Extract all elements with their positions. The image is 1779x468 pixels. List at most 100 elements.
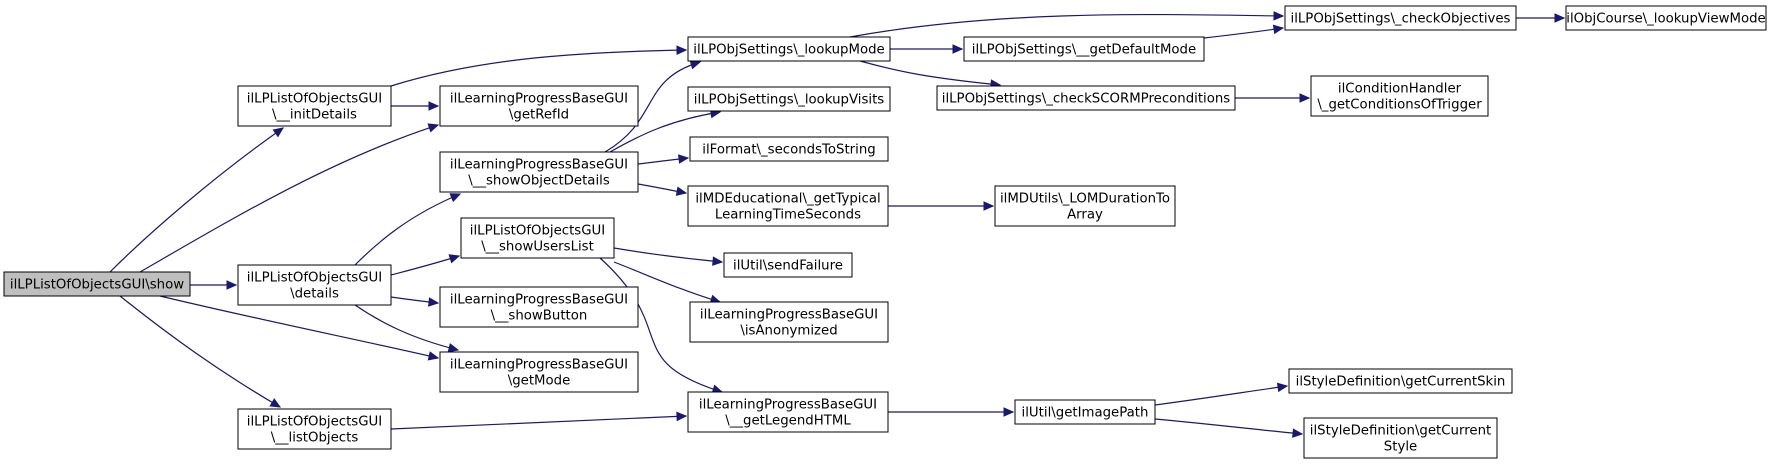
node-label: ilMDUtils\_LOMDurationTo: [1000, 192, 1170, 207]
node-box: [689, 136, 889, 162]
node-label: ilLearningProgressBaseGUI: [699, 398, 877, 413]
node-secondsToString[interactable]: ilFormat\_secondsToString: [689, 136, 889, 162]
edge-lookupMode-to-checkSCORM: [859, 60, 1002, 89]
edge-line: [119, 295, 281, 408]
node-label: ilLearningProgressBaseGUI: [450, 158, 628, 173]
edge-getTypical-to-lomDuration: [888, 201, 995, 211]
node-label: \getMode: [508, 374, 571, 389]
edge-line: [609, 111, 721, 153]
node-getCurrentSkin[interactable]: ilStyleDefinition\getCurrentSkin: [1288, 368, 1513, 394]
node-sendFailure[interactable]: ilUtil\sendFailure: [723, 252, 853, 278]
node-box: [687, 36, 891, 62]
edge-listObjects-to-getLegendHTML: [390, 411, 688, 430]
node-box: [237, 264, 392, 306]
edge-checkSCORM-to-conditionHandler: [1235, 93, 1311, 103]
node-label: ilLPObjSettings\_lookupVisits: [694, 93, 885, 108]
edge-line: [390, 255, 460, 276]
node-getDefaultMode[interactable]: ilLPObjSettings\__getDefaultMode: [963, 36, 1205, 62]
node-isAnonymized[interactable]: ilLearningProgressBaseGUI\isAnonymized: [689, 301, 889, 343]
arrowhead-icon: [1272, 24, 1285, 35]
node-label: \__initDetails: [272, 108, 357, 123]
node-checkSCORM[interactable]: ilLPObjSettings\_checkSCORMPreconditions: [936, 85, 1236, 111]
node-conditionHandler[interactable]: ilConditionHandler\_getConditionsOfTrigg…: [1310, 75, 1489, 117]
edge-line: [109, 127, 284, 273]
node-label: ilMDEducational\_getTypical: [695, 192, 880, 207]
edge-line: [354, 304, 459, 351]
node-label: ilStyleDefinition\getCurrentSkin: [1296, 375, 1506, 390]
node-box: [936, 85, 1236, 111]
node-lookupVisits[interactable]: ilLPObjSettings\_lookupVisits: [687, 86, 891, 112]
node-label: ilLearningProgressBaseGUI: [450, 358, 628, 373]
arrowhead-icon: [226, 280, 238, 290]
node-box: [1303, 417, 1498, 459]
node-getMode[interactable]: ilLearningProgressBaseGUI\getMode: [439, 351, 639, 393]
node-label: ilLPListOfObjectsGUI\show: [10, 278, 184, 293]
edge-line: [390, 49, 687, 87]
edge-line: [849, 13, 1284, 38]
arrowhead-icon: [983, 201, 995, 211]
edge-initDetails-to-getRefId: [391, 101, 440, 111]
node-showObjectDetails[interactable]: ilLearningProgressBaseGUI\__showObjectDe…: [439, 151, 639, 193]
node-label: ilObjCourse\_lookupViewMode: [1566, 12, 1765, 27]
arrowhead-icon: [1292, 428, 1304, 438]
arrowhead-icon: [678, 154, 690, 164]
node-box: [1014, 399, 1156, 425]
node-label: ilLearningProgressBaseGUI: [700, 308, 878, 323]
node-initDetails[interactable]: ilLPListOfObjectsGUI\__initDetails: [237, 85, 392, 127]
node-label: ilLearningProgressBaseGUI: [450, 293, 628, 308]
node-box: [439, 351, 639, 393]
node-label: ilLPObjSettings\_lookupMode: [693, 43, 884, 58]
node-box: [460, 217, 615, 259]
arrowhead-icon: [1276, 382, 1289, 393]
node-getLegendHTML[interactable]: ilLearningProgressBaseGUI\__getLegendHTM…: [687, 391, 889, 433]
edge-line: [1154, 418, 1303, 435]
node-listObjects[interactable]: ilLPListOfObjectsGUI\__listObjects: [237, 408, 392, 450]
node-getRefId[interactable]: ilLearningProgressBaseGUI\getRefId: [439, 85, 639, 127]
node-details[interactable]: ilLPListOfObjectsGUI\details: [237, 264, 392, 306]
arrowhead-icon: [448, 254, 461, 264]
node-lookupViewMode[interactable]: ilObjCourse\_lookupViewMode: [1565, 5, 1767, 31]
node-label: ilUtil\getImagePath: [1022, 406, 1149, 421]
edge-layer: [109, 11, 1566, 438]
node-getImagePath[interactable]: ilUtil\getImagePath: [1014, 399, 1156, 425]
arrowhead-icon: [1299, 93, 1311, 103]
arrowhead-icon: [675, 186, 688, 196]
edge-line: [354, 193, 461, 266]
arrowhead-icon: [712, 256, 724, 266]
edge-details-to-showObjectDetails: [354, 193, 462, 266]
node-label: ilLPListOfObjectsGUI: [247, 271, 382, 286]
node-getTypical[interactable]: ilMDEducational\_getTypicalLearningTimeS…: [687, 185, 889, 227]
node-label: ilFormat\_secondsToString: [702, 143, 875, 158]
node-lookupMode[interactable]: ilLPObjSettings\_lookupMode: [687, 36, 891, 62]
edge-show-to-details: [190, 280, 238, 290]
edge-show-to-listObjects: [119, 295, 282, 408]
node-box: [439, 286, 639, 328]
node-checkObjectives[interactable]: ilLPObjSettings\_checkObjectives: [1284, 5, 1517, 31]
edge-line: [390, 415, 687, 430]
node-label: ilLearningProgressBaseGUI: [450, 92, 628, 107]
edge-getImagePath-to-getCurrentSkin: [1154, 382, 1289, 406]
node-show[interactable]: ilLPListOfObjectsGUI\show: [3, 271, 191, 297]
node-showUsersList[interactable]: ilLPListOfObjectsGUI\__showUsersList: [460, 217, 615, 259]
node-box: [687, 185, 889, 227]
node-box: [1565, 5, 1767, 31]
node-box: [439, 151, 639, 193]
arrowhead-icon: [428, 297, 440, 307]
node-showButton[interactable]: ilLearningProgressBaseGUI\__showButton: [439, 286, 639, 328]
node-label: \__showButton: [491, 309, 588, 324]
arrowhead-icon: [272, 127, 285, 138]
node-label: ilStyleDefinition\getCurrent: [1310, 424, 1491, 439]
node-box: [3, 271, 191, 297]
node-label: \__showUsersList: [481, 240, 594, 255]
arrowhead-icon: [428, 101, 440, 111]
arrowhead-icon: [689, 60, 702, 70]
edge-line: [1203, 27, 1284, 39]
node-label: ilLPObjSettings\_checkObjectives: [1291, 12, 1511, 27]
edge-line: [139, 124, 439, 273]
edge-line: [604, 61, 701, 153]
node-box: [994, 185, 1176, 227]
node-label: \_getConditionsOfTrigger: [1317, 98, 1482, 113]
